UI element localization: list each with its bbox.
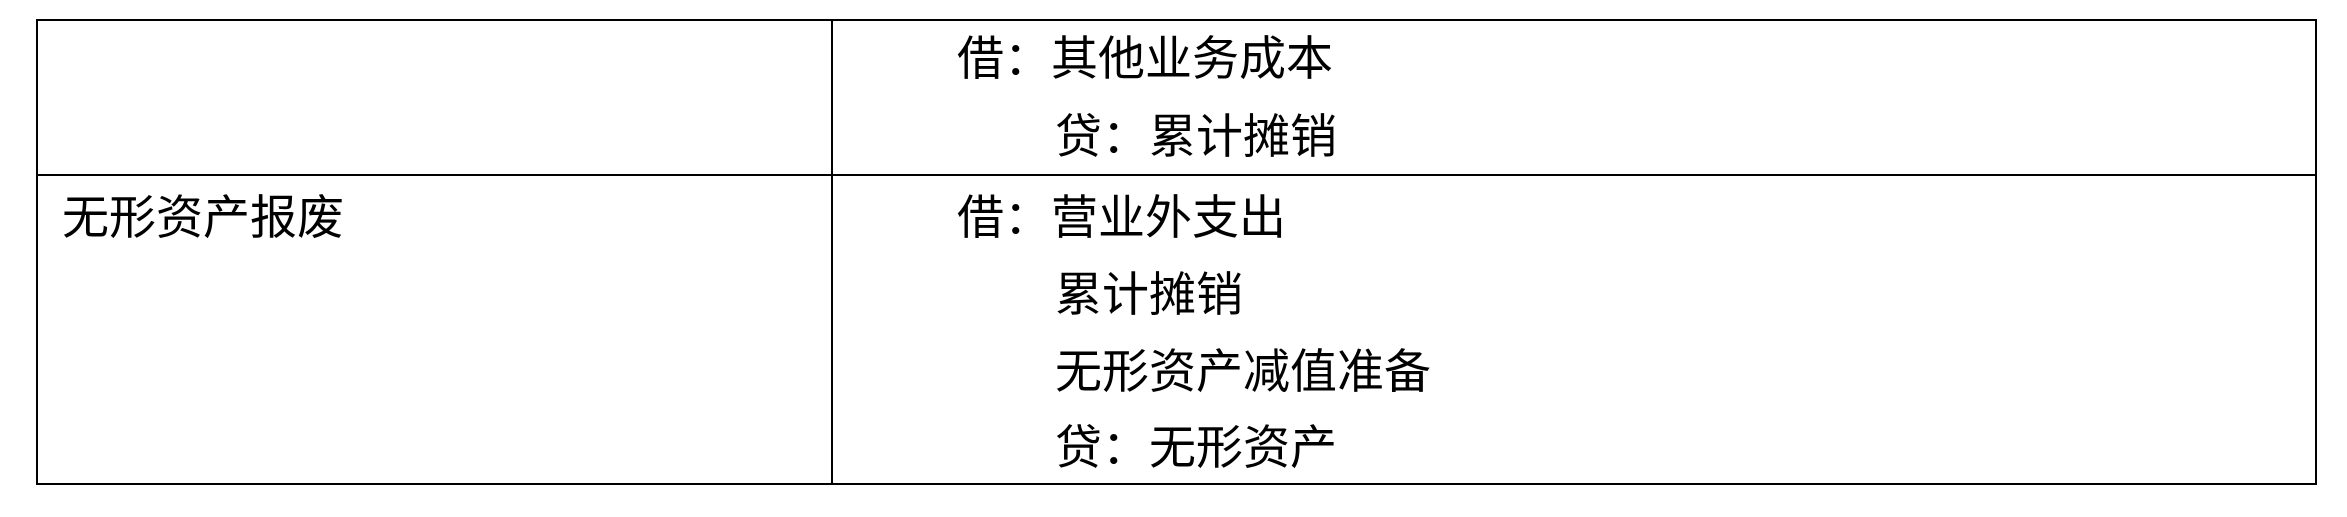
entry-cell: 借：其他业务成本 贷：累计摊销 [833, 21, 2315, 174]
item-cell [38, 21, 833, 174]
credit-entry: 贷：累计摊销 [1055, 110, 1337, 165]
item-cell: 无形资产报废 [38, 176, 833, 483]
credit-entry: 贷：无形资产 [1055, 421, 1337, 476]
entry-cell: 借：营业外支出 累计摊销 无形资产减值准备 贷：无形资产 [833, 176, 2315, 483]
debit-entry: 借：其他业务成本 [957, 32, 1333, 87]
debit-entry: 累计摊销 [1055, 268, 1243, 323]
journal-entry-table: 借：其他业务成本 贷：累计摊销 无形资产报废 借：营业外支出 累计摊销 无形资产… [36, 19, 2317, 485]
item-label: 无形资产报废 [62, 191, 344, 246]
debit-entry: 借：营业外支出 [957, 191, 1286, 246]
table-row: 无形资产报废 借：营业外支出 累计摊销 无形资产减值准备 贷：无形资产 [38, 176, 2315, 483]
debit-entry: 无形资产减值准备 [1055, 345, 1431, 400]
table-row: 借：其他业务成本 贷：累计摊销 [38, 21, 2315, 176]
